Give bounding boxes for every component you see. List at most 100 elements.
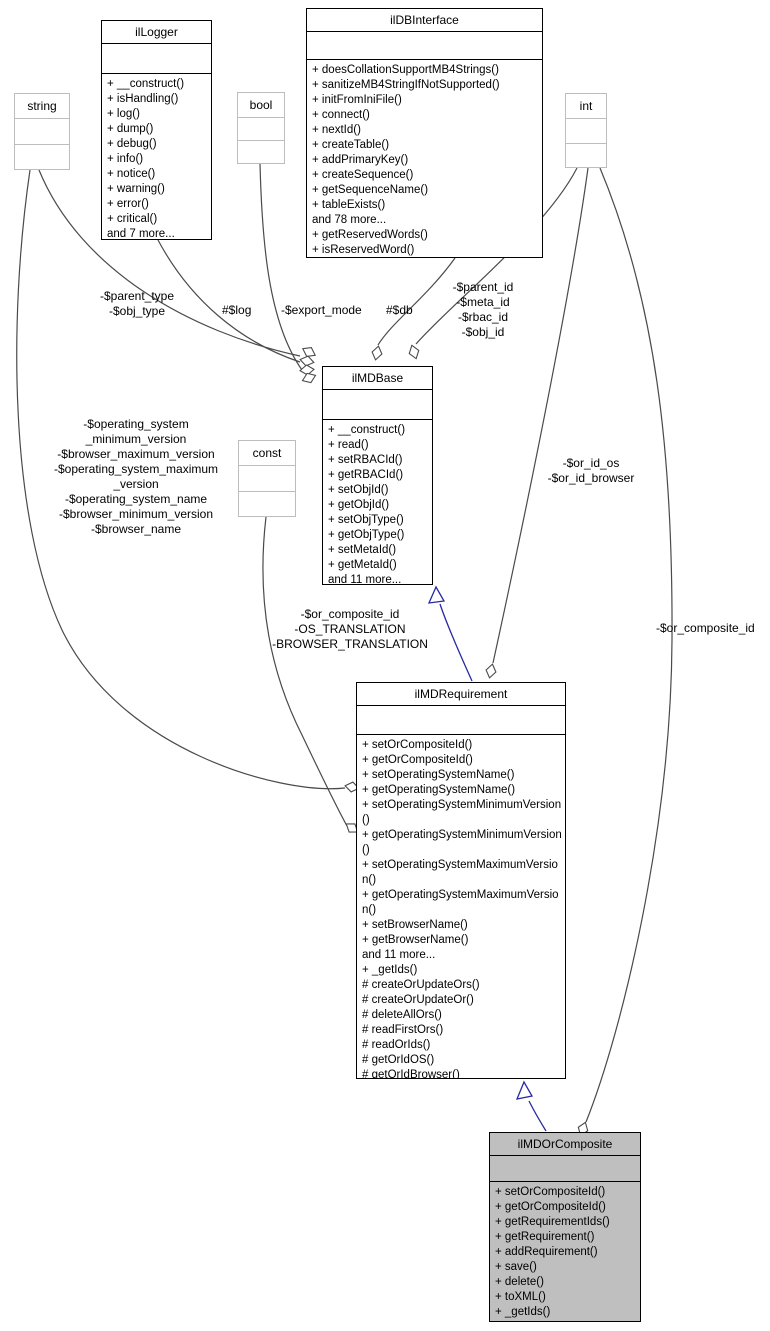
class-member: + addRequirement() xyxy=(495,1246,598,1258)
edge-label-export-mode: -$export_mode xyxy=(281,303,362,317)
class-member: # createOrUpdateOr() xyxy=(362,994,474,1006)
type-title-int: int xyxy=(566,94,606,119)
class-member: + nextId() xyxy=(312,124,361,136)
class-ilmdbase: ilMDBase + __construct()+ read()+ setRBA… xyxy=(322,366,433,585)
class-title-ilmdbase: ilMDBase xyxy=(323,367,432,390)
class-member: + getRequirement() xyxy=(495,1231,595,1243)
class-member: + _getIds() xyxy=(495,1306,551,1318)
class-title-illogger: ilLogger xyxy=(102,21,211,44)
class-methods-ilmdbase: + __construct()+ read()+ setRBACId()+ ge… xyxy=(323,420,432,584)
class-member: # getOrIdBrowser() xyxy=(362,1069,460,1078)
class-member: # readOrIds() xyxy=(362,1039,431,1051)
class-member: + getBrowserName() xyxy=(362,934,469,946)
class-member: + setObjType() xyxy=(328,514,404,526)
edge-label-log: #$log xyxy=(222,303,252,317)
class-member: + addPrimaryKey() xyxy=(312,154,409,166)
class-member: and 7 more... xyxy=(107,228,175,239)
class-member: + info() xyxy=(107,153,144,165)
edge-label-parent-type: -$parent_type -$obj_type xyxy=(99,289,175,318)
class-member: # getOrIdOS() xyxy=(362,1054,435,1066)
class-member: + getOrCompositeId() xyxy=(362,754,473,766)
class-member: + setBrowserName() xyxy=(362,919,468,931)
edge-ilmdorcomposite-inherits-ilmdrequirement xyxy=(528,1100,547,1132)
type-cell xyxy=(239,490,295,517)
diamond-ilmdbase-left-2 xyxy=(299,355,315,367)
class-member: + dump() xyxy=(107,123,154,135)
type-cell xyxy=(238,118,284,140)
type-cell xyxy=(15,119,69,144)
edge-illogger-to-ilmdbase xyxy=(157,239,301,363)
class-member: + getMetaId() xyxy=(328,559,397,571)
edge-label-db: #$db xyxy=(386,303,413,317)
class-member: + _getIds() xyxy=(362,964,418,976)
class-member: + sanitizeMB4StringIfNotSupported() xyxy=(312,79,500,91)
class-member: + delete() xyxy=(495,1276,544,1288)
class-title-ildbinterface: ilDBInterface xyxy=(307,9,542,32)
class-member: and 11 more... xyxy=(362,949,436,961)
class-ildbinterface: ilDBInterface + doesCollationSupportMB4S… xyxy=(306,8,543,258)
class-member: # readFirstOrs() xyxy=(362,1024,444,1036)
class-member: + notice() xyxy=(107,168,156,180)
class-methods-ilmdorcomposite: + setOrCompositeId()+ getOrCompositeId()… xyxy=(490,1182,640,1321)
class-member: + doesCollationSupportMB4Strings() xyxy=(312,64,499,76)
type-cell xyxy=(566,142,606,168)
class-title-ilmdorcomposite: ilMDOrComposite xyxy=(490,1133,640,1156)
class-member: + getReservedWords() xyxy=(312,229,428,241)
edge-ilmdrequirement-inherits-ilmdbase xyxy=(439,603,473,682)
type-cell xyxy=(239,466,295,491)
type-cell xyxy=(566,119,606,143)
class-member: + getOperatingSystemMaximumVersion() xyxy=(362,889,559,916)
edge-bool-to-ilmdbase xyxy=(259,163,303,371)
class-ilmdorcomposite: ilMDOrComposite + setOrCompositeId()+ ge… xyxy=(489,1132,641,1322)
diamond-ilmdbase-left-4 xyxy=(301,372,317,384)
class-methods-ildbinterface: + doesCollationSupportMB4Strings() + sani… xyxy=(307,60,542,257)
class-attrs-ilmdrequirement xyxy=(357,706,565,735)
type-title-const: const xyxy=(239,441,295,466)
class-member: + log() xyxy=(107,108,140,120)
edge-label-or-composite-id-right: -$or_composite_id xyxy=(656,621,755,635)
arrow-inherit-ilmdbase xyxy=(427,585,446,604)
edge-int-to-ilmdrequirement xyxy=(492,167,589,664)
class-member: + toXML() xyxy=(495,1291,546,1303)
class-member: + getOrCompositeId() xyxy=(495,1201,606,1213)
class-illogger: ilLogger + __construct() + isHandling() + … xyxy=(101,20,212,240)
class-member: + setMetaId() xyxy=(328,544,397,556)
class-attrs-ilmdbase xyxy=(323,390,432,420)
class-member: + error() xyxy=(107,198,149,210)
class-member: + getObjType() xyxy=(328,529,405,541)
class-methods-ilmdrequirement: + setOrCompositeId() + getOrCompositeId()… xyxy=(357,735,565,1078)
edge-string-to-ilmdrequirement xyxy=(16,169,346,790)
class-member: + isHandling() xyxy=(107,93,179,105)
class-member: + setOperatingSystemMinimumVersion() xyxy=(362,799,562,826)
class-member: + save() xyxy=(495,1261,537,1273)
class-attrs-illogger xyxy=(102,44,211,74)
type-const: const xyxy=(238,440,296,517)
class-member: + setOrCompositeId() xyxy=(362,739,473,751)
edge-int-to-ilmdbase xyxy=(415,167,578,345)
class-member: + createSequence() xyxy=(312,169,414,181)
class-attrs-ilmdorcomposite xyxy=(490,1156,640,1182)
type-string: string xyxy=(14,93,70,170)
class-title-ilmdrequirement: ilMDRequirement xyxy=(357,683,565,706)
class-member: + setObjId() xyxy=(328,484,389,496)
class-member: + __construct() xyxy=(107,78,185,90)
class-member: + warning() xyxy=(107,183,165,195)
class-member: + __construct() xyxy=(328,424,406,436)
class-member: + tableExists() xyxy=(312,199,386,211)
class-member: + getOperatingSystemName() xyxy=(362,784,516,796)
type-title-bool: bool xyxy=(238,93,284,118)
class-ilmdrequirement: ilMDRequirement + setOrCompositeId() + ge… xyxy=(356,682,566,1079)
edge-int-to-ilmdorcomposite xyxy=(585,167,673,1123)
arrow-inherit-ilmdrequirement xyxy=(515,1080,534,1100)
class-member: + getSequenceName() xyxy=(312,184,429,196)
class-member: # createOrUpdateOrs() xyxy=(362,979,480,991)
diamond-ilmdbase-top-db xyxy=(371,345,383,361)
class-member: + setOperatingSystemMaximumVersion() xyxy=(362,859,558,886)
diamond-ilmdbase-left-3 xyxy=(299,364,315,376)
type-cell xyxy=(238,140,284,163)
type-int: int xyxy=(565,93,607,168)
diamond-ilmdrequirement-top xyxy=(485,663,497,679)
class-member: + initFromIniFile() xyxy=(312,94,402,106)
class-attrs-ildbinterface xyxy=(307,32,542,60)
